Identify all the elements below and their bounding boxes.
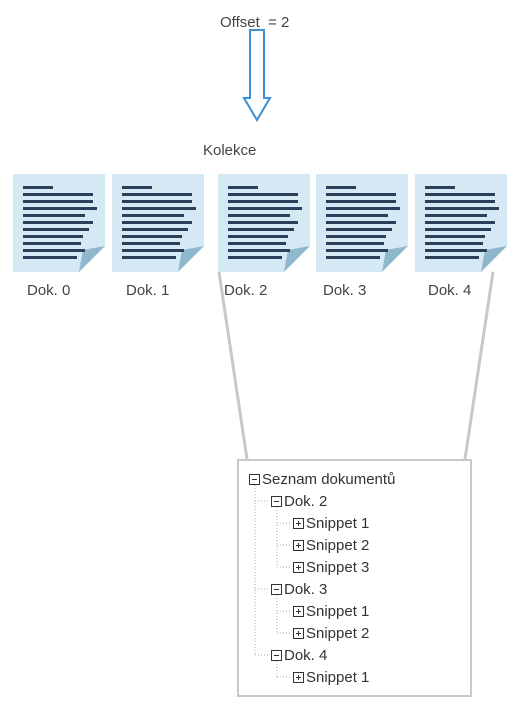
collapse-icon[interactable] [271,583,282,595]
tree-node-snippet[interactable]: Snippet 2 [293,535,369,555]
tree-node-label: Snippet 3 [306,558,370,576]
expand-icon[interactable] [293,627,304,639]
tree-node-label: Snippet 1 [306,514,370,532]
tree-node-label: Snippet 2 [306,536,370,554]
document-1-icon [112,174,204,272]
document-0-icon [13,174,105,272]
tree-node-doc[interactable]: Dok. 4 [271,645,327,665]
tree-node-snippet[interactable]: Snippet 1 [293,513,369,533]
expand-icon[interactable] [293,671,304,683]
document-2-icon [218,174,310,272]
collapse-icon[interactable] [271,495,282,507]
tree-node-label: Seznam dokumentů [262,470,396,488]
collapse-icon[interactable] [249,473,260,485]
tree-node-label: Dok. 3 [284,580,328,598]
expand-icon[interactable] [293,517,304,529]
document-label: Dok. 2 [224,282,268,299]
tree-node-label: Dok. 2 [284,492,328,510]
expand-icon[interactable] [293,561,304,573]
tree-guide-lines [254,485,292,678]
document-4-icon [415,174,507,272]
document-label: Dok. 4 [428,282,472,299]
tree-node-label: Snippet 1 [306,602,370,620]
tree-node-snippet[interactable]: Snippet 1 [293,601,369,621]
tree-node-label: Snippet 1 [306,668,370,686]
expand-icon[interactable] [293,539,304,551]
tree-node-label: Dok. 4 [284,646,328,664]
tree-node-doc[interactable]: Dok. 2 [271,491,327,511]
collapse-icon[interactable] [271,649,282,661]
offset-label: Offset = 2 [220,14,290,31]
tree-node-snippet[interactable]: Snippet 2 [293,623,369,643]
collection-label: Kolekce [203,142,257,159]
tree-node-label: Snippet 2 [306,624,370,642]
document-label: Dok. 0 [27,282,71,299]
down-arrow-icon [242,29,272,122]
document-3-icon [316,174,408,272]
tree-node-root[interactable]: Seznam dokumentů [249,469,395,489]
document-label: Dok. 3 [323,282,367,299]
tree-node-snippet[interactable]: Snippet 1 [293,667,369,687]
tree-node-doc[interactable]: Dok. 3 [271,579,327,599]
tree-node-snippet[interactable]: Snippet 3 [293,557,369,577]
document-label: Dok. 1 [126,282,170,299]
expand-icon[interactable] [293,605,304,617]
document-list-tree: Seznam dokumentů Dok. 2 Snippet 1 Snippe… [237,459,472,697]
